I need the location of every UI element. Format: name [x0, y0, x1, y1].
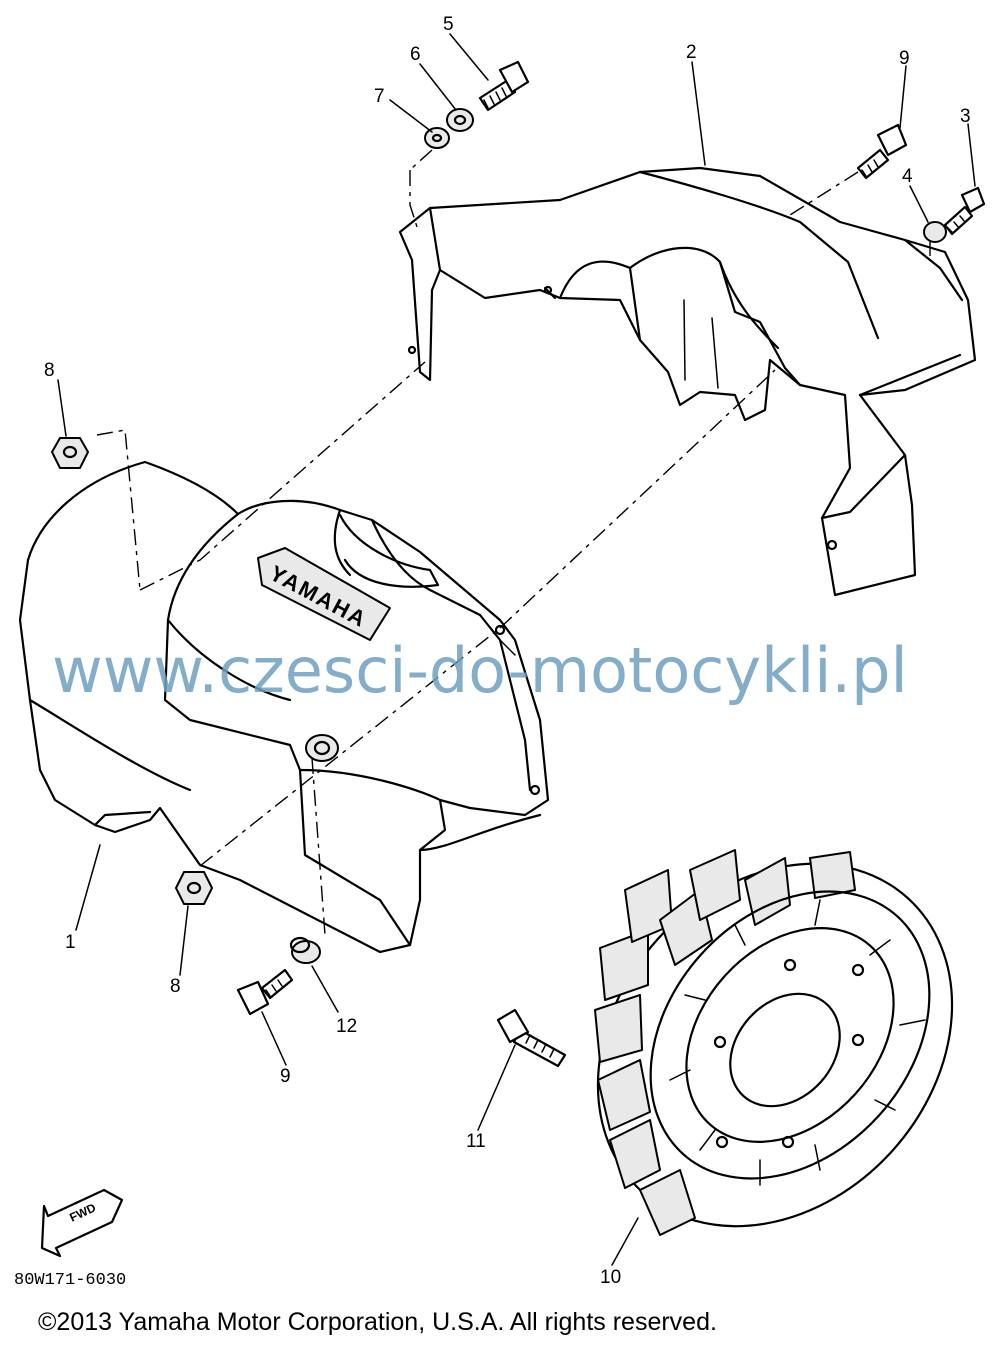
washer-7	[424, 127, 450, 149]
main-cooling-cover: YAMAHA	[18, 460, 550, 954]
cooling-fan	[594, 849, 954, 1236]
bolt-5	[478, 60, 530, 112]
lock-washer-6	[446, 108, 474, 132]
leader-lines	[57, 33, 976, 1266]
callout-9-top: 9	[899, 48, 910, 69]
callout-9-bottom: 9	[280, 1066, 291, 1087]
callout-10: 10	[600, 1267, 621, 1288]
callout-2: 2	[686, 42, 697, 63]
callout-1: 1	[65, 932, 76, 953]
callout-3: 3	[960, 106, 971, 127]
callout-labels: 1 2 3 4 5 6 7 8 8 9 9 10 11 12	[44, 14, 971, 1288]
bolt-9-top	[856, 123, 908, 180]
callout-11: 11	[466, 1131, 486, 1152]
assembly-lines	[96, 149, 931, 936]
watermark-text: www.czesci-do-motocykli.pl	[52, 634, 908, 707]
callout-6: 6	[410, 44, 421, 65]
bolt-9-bottom	[236, 968, 294, 1016]
callout-7: 7	[374, 86, 385, 107]
washer-4	[923, 221, 947, 243]
callout-5: 5	[443, 14, 454, 35]
collar-12	[289, 936, 321, 964]
nut-8-top	[51, 437, 89, 469]
callout-12: 12	[336, 1016, 357, 1037]
callout-8-bottom: 8	[170, 976, 181, 997]
callout-4: 4	[902, 166, 913, 187]
upper-fan-shroud	[398, 166, 977, 597]
copyright-text: ©2013 Yamaha Motor Corporation, U.S.A. A…	[38, 1308, 717, 1336]
bolt-11	[496, 1008, 567, 1068]
nut-8-bottom	[175, 871, 213, 905]
forward-arrow: FWD	[40, 1188, 124, 1258]
screw-3	[943, 186, 986, 236]
callout-8-top: 8	[44, 360, 55, 381]
drawing-code: 80W171-6030	[14, 1271, 126, 1290]
